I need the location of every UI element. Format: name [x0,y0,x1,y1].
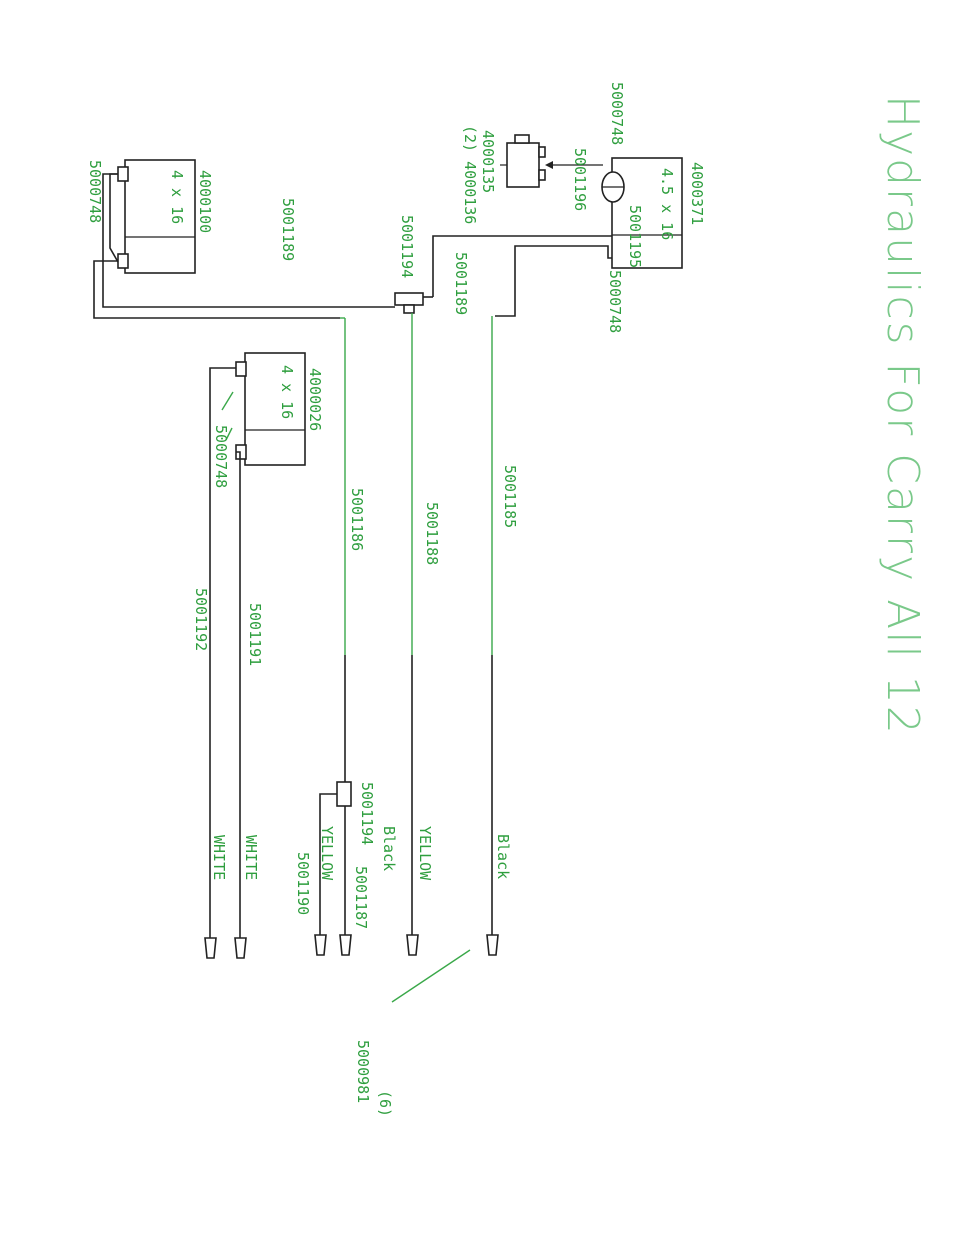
label-5001195: 5001195 [626,205,644,268]
control-valve: 4000135 (2) 4000136 [461,125,545,224]
label-5001190: 5001190 [294,852,312,915]
hose-lines [94,174,612,938]
label-5001189-b: 5001189 [452,252,470,315]
coupler-tip-icon [340,935,351,955]
valve-part-a: 4000135 [479,130,497,193]
cylinder-4000100-size: 4 x 16 [168,170,186,224]
cylinder-4000371-part: 4000371 [688,162,706,225]
cylinder-4000100-part: 4000100 [196,170,214,233]
coupler-tip-icon [407,935,418,955]
label-5001188: 5001188 [423,502,441,565]
label-5000748-mid: 5000748 [212,425,230,488]
coupler-tip-icon [487,935,498,955]
coupler-tip-icon [235,938,246,958]
valve-part-b: (2) 4000136 [461,125,479,224]
coupler-tip-icon [315,935,326,955]
label-5001187: 5001187 [352,866,370,929]
coupler-tip-icon [205,938,216,958]
diagram-title: Hydraulics For Carry All 12 [877,95,928,736]
cylinder-4000026: 4 x 16 4000026 [236,353,324,465]
label-5001186: 5001186 [348,488,366,551]
label-5000748-right: 5000748 [606,270,624,333]
cylinder-4000100: 4 x 16 4000100 [118,160,214,273]
label-5000748-left: 5000748 [86,160,104,223]
hose-color-black: Black [494,834,512,879]
cylinder-4000026-part: 4000026 [306,368,324,431]
label-5001185: 5001185 [501,465,519,528]
label-5001194-b: 5001194 [358,782,376,845]
label-5001194-a: 5001194 [398,215,416,278]
arrow-head-icon [545,161,553,169]
quick-couplers [205,935,498,958]
label-qty-6: (6) [376,1090,394,1117]
hose-color-yellow: YELLOW [416,826,434,881]
cylinder-4000026-size: 4 x 16 [278,365,296,419]
hose-color-white-1: WHITE [210,835,228,880]
cylinder-4000371: 4.5 x 16 4000371 [602,158,706,268]
label-5001192: 5001192 [192,588,210,651]
label-5001191: 5001191 [246,603,264,666]
hose-color-yellow-small: YELLOW [318,826,336,881]
hose-color-black-small: Black [380,826,398,871]
cylinder-4000371-size: 4.5 x 16 [658,168,676,240]
label-5001196: 5001196 [571,148,589,211]
label-5000981: 5000981 [354,1040,372,1103]
hose-color-white-2: WHITE [242,835,260,880]
label-5001189-a: 5001189 [279,198,297,261]
label-5000748-top: 5000748 [608,82,626,145]
